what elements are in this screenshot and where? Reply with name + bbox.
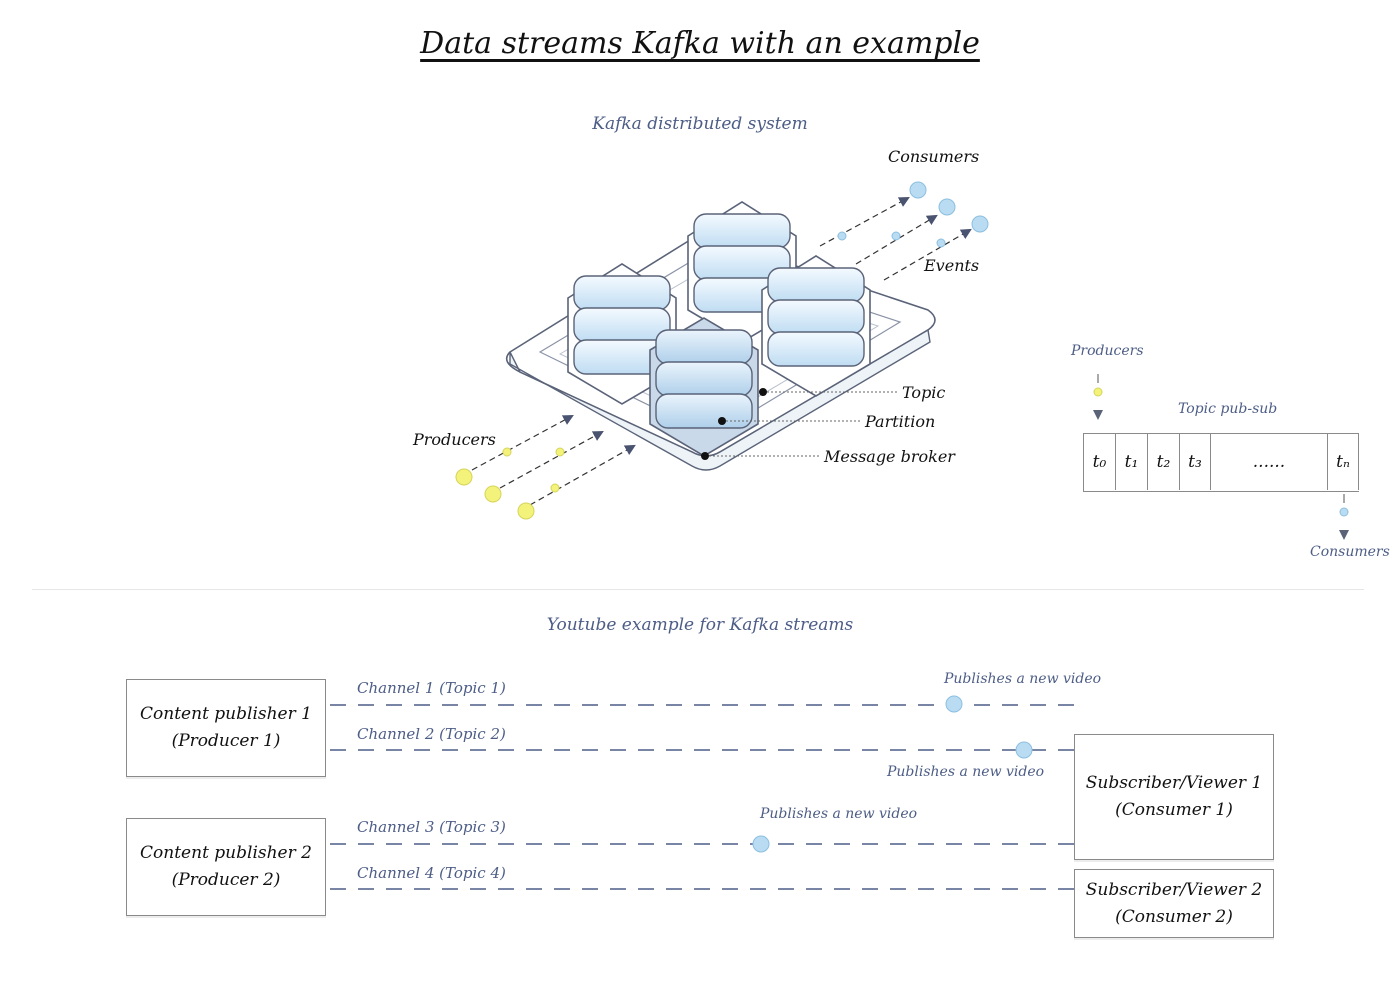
log-cell-ellipsis: ......	[1211, 434, 1328, 490]
consumer-box-1: Subscriber/Viewer 1 (Consumer 1)	[1074, 734, 1274, 860]
pointer-topic	[759, 388, 898, 396]
publish-label-channel-2: Publishes a new video	[887, 764, 1045, 780]
pointer-partition	[718, 417, 860, 425]
topic-label: Topic	[902, 383, 946, 402]
log-cell: t₂	[1148, 434, 1180, 490]
consumer-name: Subscriber/Viewer 2	[1085, 879, 1263, 900]
topic-partition-log	[1083, 433, 1359, 492]
page-title: Data streams Kafka with an example	[420, 26, 980, 61]
pointer-message-broker	[701, 452, 820, 460]
consumer-name: Subscriber/Viewer 1	[1085, 773, 1263, 793]
log-cell: t₃	[1180, 434, 1211, 490]
consumers-label: Consumers	[888, 147, 980, 166]
consumer-role: (Consumer 2)	[1115, 906, 1233, 927]
pubsub-consumer-arrow	[1339, 494, 1349, 540]
video-events	[752, 695, 1033, 853]
channel-label-2: Channel 2 (Topic 2)	[357, 725, 506, 743]
log-cell: t₁	[1116, 434, 1148, 490]
producer-role: (Producer 2)	[171, 870, 281, 890]
producer-box-2: Content publisher 2 (Producer 2)	[126, 818, 326, 916]
youtube-subtitle: Youtube example for Kafka streams	[546, 615, 854, 635]
channel-label-4: Channel 4 (Topic 4)	[357, 864, 506, 882]
producer-streams	[455, 414, 636, 520]
log-cell: t₀	[1084, 434, 1116, 490]
partition-label: Partition	[865, 412, 936, 431]
publish-label-channel-1: Publishes a new video	[944, 671, 1102, 687]
broker-node-left	[567, 263, 677, 405]
kafka-subtitle: Kafka distributed system	[592, 114, 808, 134]
pubsub-title: Topic pub-sub	[1178, 401, 1278, 417]
publish-label-channel-3: Publishes a new video	[760, 806, 918, 822]
consumer-role: (Consumer 1)	[1115, 800, 1233, 820]
producer-name: Content publisher 2	[140, 843, 312, 863]
pubsub-consumers-label: Consumers	[1310, 544, 1390, 560]
message-broker-label: Message broker	[824, 447, 955, 466]
consumer-streams	[819, 181, 989, 281]
log-cell: tₙ	[1328, 434, 1359, 490]
pubsub-producers-label: Producers	[1071, 343, 1144, 359]
producer-role: (Producer 1)	[171, 731, 281, 751]
section-divider	[32, 589, 1364, 590]
events-label: Events	[924, 256, 980, 275]
producer-box-1: Content publisher 1 (Producer 1)	[126, 679, 326, 777]
broker-node-right	[761, 255, 871, 397]
consumer-box-2: Subscriber/Viewer 2 (Consumer 2)	[1074, 869, 1274, 938]
channel-label-3: Channel 3 (Topic 3)	[357, 818, 506, 836]
pubsub-producer-arrow	[1093, 374, 1103, 420]
producer-name: Content publisher 1	[140, 704, 312, 724]
producers-label: Producers	[413, 430, 496, 449]
channel-label-1: Channel 1 (Topic 1)	[357, 679, 506, 697]
channel-lines	[330, 704, 1075, 890]
